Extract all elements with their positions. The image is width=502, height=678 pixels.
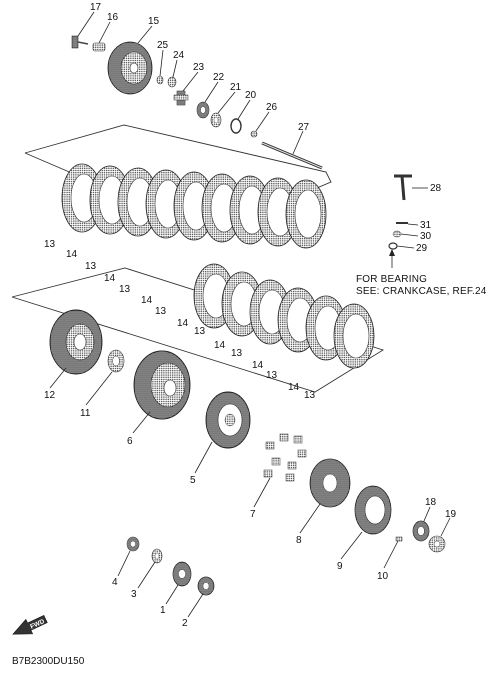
part-6-clutch-boss (133, 350, 191, 420)
part-labels: 17 16 15 25 24 23 22 21 20 26 27 28 31 3… (44, 2, 457, 629)
part-19-washer (428, 535, 446, 553)
label-part-21: 21 (230, 82, 242, 93)
label-part-13: 13 (194, 326, 206, 337)
label-part-13: 13 (44, 239, 56, 250)
label-part-4: 4 (112, 577, 118, 588)
leader-lines (49, 11, 451, 618)
label-part-6: 6 (127, 436, 133, 447)
label-part-12: 12 (44, 390, 56, 401)
lower-plates-frame (11, 267, 385, 393)
label-part-9: 9 (337, 561, 343, 572)
label-part-14: 14 (214, 340, 226, 351)
part-7-dampers (263, 433, 307, 482)
part-21-washer (210, 112, 222, 128)
bearing-note-line-1: FOR BEARING (356, 274, 427, 285)
label-part-17: 17 (90, 2, 102, 13)
part-26-ball (250, 130, 258, 138)
label-part-19: 19 (445, 509, 457, 520)
label-part-24: 24 (173, 50, 185, 61)
part-1-gear (172, 561, 192, 587)
label-part-14: 14 (141, 295, 153, 306)
part-23-push-rod-end (173, 90, 189, 106)
label-part-13: 13 (119, 284, 131, 295)
bearing-note: FOR BEARING SEE: CRANKCASE, REF.24 (356, 274, 487, 297)
part-9-one-way-clutch (354, 485, 392, 535)
clutch-plates (61, 163, 375, 369)
part-11-thrust-washer (107, 349, 125, 373)
label-part-26: 26 (266, 102, 278, 113)
part-28-push-lever (394, 174, 412, 201)
part-24-washer (167, 76, 177, 88)
label-part-15: 15 (148, 16, 160, 27)
lower-clutch-plate-hole (342, 313, 370, 359)
label-part-25: 25 (157, 40, 169, 51)
part-3-washer (151, 548, 163, 564)
label-part-2: 2 (182, 618, 188, 629)
part-2-bearing (197, 576, 215, 596)
part-18-bearing (412, 520, 430, 542)
label-part-18: 18 (425, 497, 437, 508)
label-part-13: 13 (231, 348, 243, 359)
label-part-10: 10 (377, 571, 389, 582)
label-part-16: 16 (107, 12, 119, 23)
part-4-bearing (126, 536, 140, 552)
part-15-pressure-plate (107, 41, 153, 95)
part-20-circlip (230, 118, 242, 134)
label-part-13: 13 (304, 390, 316, 401)
part-12-primary-driven-gear (49, 309, 103, 375)
label-part-1: 1 (160, 605, 166, 616)
part-27-push-rod (261, 141, 323, 170)
part-8-plate (309, 458, 351, 508)
part-10-pin (395, 536, 403, 542)
part-25-small-washer (156, 75, 164, 85)
label-part-31: 31 (420, 220, 432, 231)
label-part-11: 11 (80, 408, 91, 419)
label-part-30: 30 (420, 231, 432, 242)
fwd-label: FWD (29, 618, 46, 631)
part-17-bolt (71, 35, 89, 49)
label-part-13: 13 (155, 306, 167, 317)
label-part-28: 28 (430, 183, 442, 194)
label-part-23: 23 (193, 62, 205, 73)
part-5-sprocket-gear (205, 391, 251, 449)
label-part-3: 3 (131, 589, 137, 600)
label-part-14: 14 (288, 382, 300, 393)
part-16-collar (92, 42, 106, 52)
label-part-13: 13 (85, 261, 97, 272)
label-part-22: 22 (213, 72, 225, 83)
label-part-29: 29 (416, 243, 428, 254)
part-29-clip (388, 242, 398, 250)
label-part-27: 27 (298, 122, 310, 133)
label-part-7: 7 (250, 509, 256, 520)
upper-clutch-plate-hole (294, 189, 322, 239)
label-part-14: 14 (104, 273, 116, 284)
label-part-5: 5 (190, 475, 196, 486)
label-part-20: 20 (245, 90, 257, 101)
label-part-14: 14 (177, 318, 189, 329)
bearing-note-line-2: SEE: CRANKCASE, REF.24 (356, 286, 487, 297)
label-part-13: 13 (266, 370, 278, 381)
note-arrow (389, 249, 395, 268)
label-part-8: 8 (296, 535, 302, 546)
part-22-bearing (196, 101, 210, 119)
part-30-washer (392, 230, 402, 238)
diagram-code: B7B2300DU150 (12, 656, 85, 667)
label-part-14: 14 (66, 249, 78, 260)
fwd-direction-badge: FWD (12, 614, 48, 635)
label-part-14: 14 (252, 360, 264, 371)
